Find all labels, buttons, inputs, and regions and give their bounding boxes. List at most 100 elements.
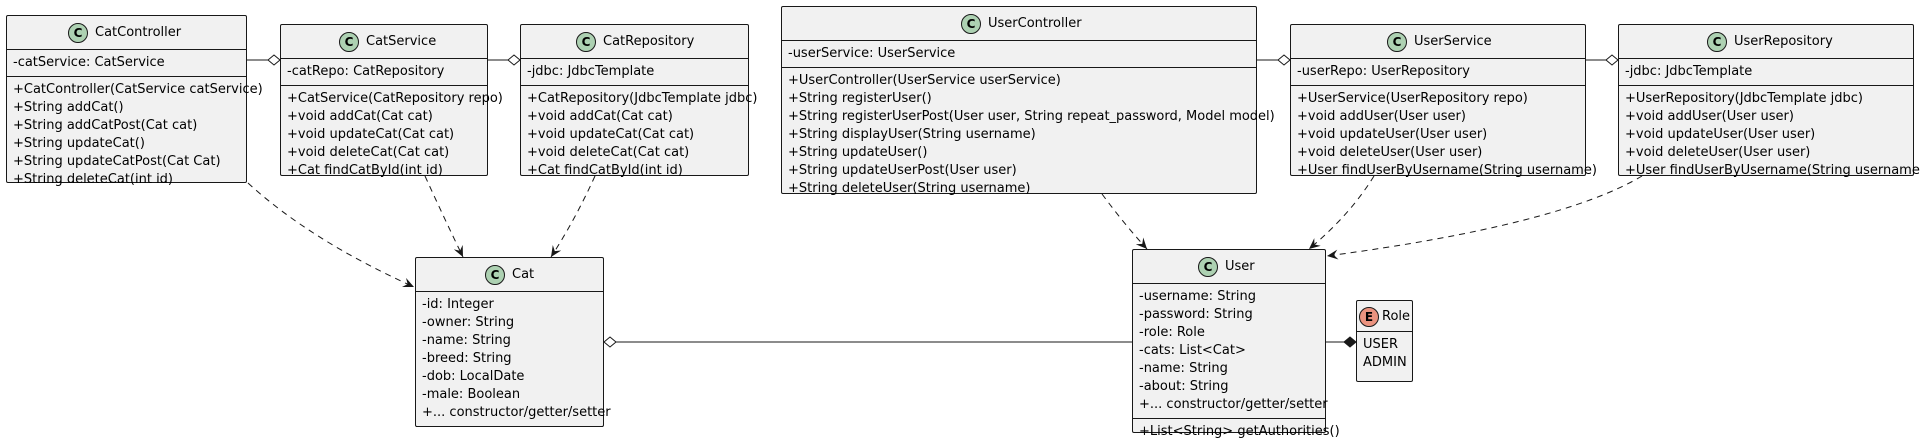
field-line: -catRepo: CatRepository — [287, 64, 445, 79]
class-catservice: C CatService -catRepo: CatRepository +Ca… — [280, 24, 503, 178]
composition-user-role — [1326, 336, 1357, 348]
method-line: +CatController(CatService catService) — [13, 82, 263, 97]
method-line: +CatService(CatRepository repo) — [287, 91, 503, 106]
field-line: -jdbc: JdbcTemplate — [527, 64, 655, 79]
method-line: +List<String> getAuthorities() — [1139, 424, 1340, 439]
method-line: +UserRepository(JdbcTemplate jdbc) — [1625, 91, 1863, 106]
class-name: User — [1225, 259, 1255, 274]
class-icon: C — [1707, 32, 1727, 52]
method-line: +String registerUserPost(User user, Stri… — [788, 109, 1275, 124]
enum-value: ADMIN — [1363, 355, 1407, 370]
field-line: -password: String — [1139, 307, 1253, 322]
field-line: -about: String — [1139, 379, 1229, 394]
method-line: +void addCat(Cat cat) — [287, 109, 433, 124]
class-name: UserService — [1414, 34, 1492, 49]
field-section: -catService: CatService — [7, 50, 246, 77]
field-section: -jdbc: JdbcTemplate — [521, 59, 748, 86]
field-line: -id: Integer — [422, 297, 494, 312]
method-line: +void deleteCat(Cat cat) — [527, 145, 690, 160]
dependency-usercontroller-user — [1101, 193, 1148, 250]
method-line: +String updateUserPost(User user) — [788, 163, 1017, 178]
dependency-catservice-cat — [424, 175, 464, 258]
field-section: -userRepo: UserRepository — [1291, 59, 1585, 86]
method-line: +void updateCat(Cat cat) — [527, 127, 695, 142]
field-section: -username: String -password: String -rol… — [1133, 284, 1328, 419]
field-line: +... constructor/getter/setter — [422, 405, 611, 420]
class-cat: C Cat -id: Integer -owner: String -name:… — [415, 257, 611, 427]
method-line: +String deleteUser(String username) — [788, 181, 1031, 196]
field-line: -name: String — [1139, 361, 1228, 376]
class-name: UserRepository — [1734, 34, 1833, 49]
class-icon: C — [576, 32, 596, 52]
class-header: C CatController — [7, 16, 246, 50]
field-line: +... constructor/getter/setter — [1139, 397, 1328, 412]
class-name: CatController — [95, 25, 182, 40]
field-line: -name: String — [422, 333, 511, 348]
method-line: +String addCatPost(Cat cat) — [13, 118, 198, 133]
method-line: +void updateUser(User user) — [1297, 127, 1488, 142]
dependency-catcontroller-cat — [247, 182, 415, 288]
field-section: -id: Integer -owner: String -name: Strin… — [416, 292, 611, 427]
method-section: +UserRepository(JdbcTemplate jdbc) +void… — [1619, 86, 1920, 184]
class-userservice: C UserService -userRepo: UserRepository … — [1290, 24, 1597, 178]
method-line: +User findUserByUsername(String username… — [1625, 163, 1920, 178]
enum-header: E Role — [1357, 301, 1412, 332]
enum-role: E Role USER ADMIN — [1356, 300, 1413, 382]
class-icon: C — [1198, 257, 1218, 277]
class-header: C CatRepository — [521, 25, 748, 59]
class-header: C UserRepository — [1619, 25, 1913, 59]
class-header: C CatService — [281, 25, 487, 59]
aggregation-cat-user — [603, 336, 1132, 348]
field-line: -owner: String — [422, 315, 515, 330]
field-line: -catService: CatService — [13, 55, 165, 70]
class-icon: C — [339, 32, 359, 52]
class-usercontroller: C UserController -userService: UserServi… — [781, 6, 1275, 196]
class-icon: C — [68, 23, 88, 43]
aggregation-userservice-userrepository — [1586, 54, 1619, 66]
aggregation-usercontroller-userservice — [1257, 54, 1291, 66]
enum-name: Role — [1382, 309, 1411, 324]
method-line: +void addCat(Cat cat) — [527, 109, 673, 124]
method-section: +CatController(CatService catService) +S… — [7, 77, 263, 193]
aggregation-catservice-catrepository — [488, 54, 521, 66]
method-line: +String deleteCat(int id) — [13, 172, 174, 187]
method-line: +String addCat() — [13, 100, 124, 115]
class-name: Cat — [512, 267, 535, 282]
field-line: -jdbc: JdbcTemplate — [1625, 64, 1753, 79]
dependency-catrepository-cat — [550, 175, 596, 258]
class-userrepository: C UserRepository -jdbc: JdbcTemplate +Us… — [1618, 24, 1920, 178]
class-name: CatService — [366, 34, 437, 49]
field-line: -userRepo: UserRepository — [1297, 64, 1470, 79]
method-line: +void addUser(User user) — [1297, 109, 1466, 124]
field-section: -jdbc: JdbcTemplate — [1619, 59, 1913, 86]
method-line: +User findUserByUsername(String username… — [1297, 163, 1597, 178]
field-line: -userService: UserService — [788, 46, 956, 61]
method-line: +String updateCatPost(Cat Cat) — [13, 154, 221, 169]
class-catrepository: C CatRepository -jdbc: JdbcTemplate +Cat… — [520, 24, 758, 178]
method-line: +void addUser(User user) — [1625, 109, 1794, 124]
method-section: +UserService(UserRepository repo) +void … — [1291, 86, 1597, 184]
method-line: +void deleteUser(User user) — [1297, 145, 1483, 160]
method-line: +UserController(UserService userService) — [788, 73, 1061, 88]
class-header: C User — [1133, 250, 1325, 284]
class-header: C UserService — [1291, 25, 1585, 59]
method-section: +List<String> getAuthorities() — [1133, 419, 1340, 445]
class-name: UserController — [988, 16, 1082, 31]
enum-value: USER — [1363, 337, 1399, 352]
method-section — [416, 427, 603, 433]
method-line: +Cat findCatById(int id) — [527, 163, 683, 178]
method-line: +String updateCat() — [13, 136, 145, 151]
method-line: +void updateUser(User user) — [1625, 127, 1816, 142]
class-user: C User -username: String -password: Stri… — [1132, 249, 1340, 439]
method-line: +void deleteUser(User user) — [1625, 145, 1811, 160]
field-section: -catRepo: CatRepository — [281, 59, 487, 86]
field-line: -dob: LocalDate — [422, 369, 525, 384]
dependency-userrepository-user — [1326, 175, 1643, 260]
dependency-userservice-user — [1308, 175, 1375, 250]
class-catcontroller: C CatController -catService: CatService … — [6, 15, 263, 187]
field-line: -breed: String — [422, 351, 512, 366]
field-line: -male: Boolean — [422, 387, 521, 402]
method-line: +String registerUser() — [788, 91, 932, 106]
field-line: -username: String — [1139, 289, 1256, 304]
